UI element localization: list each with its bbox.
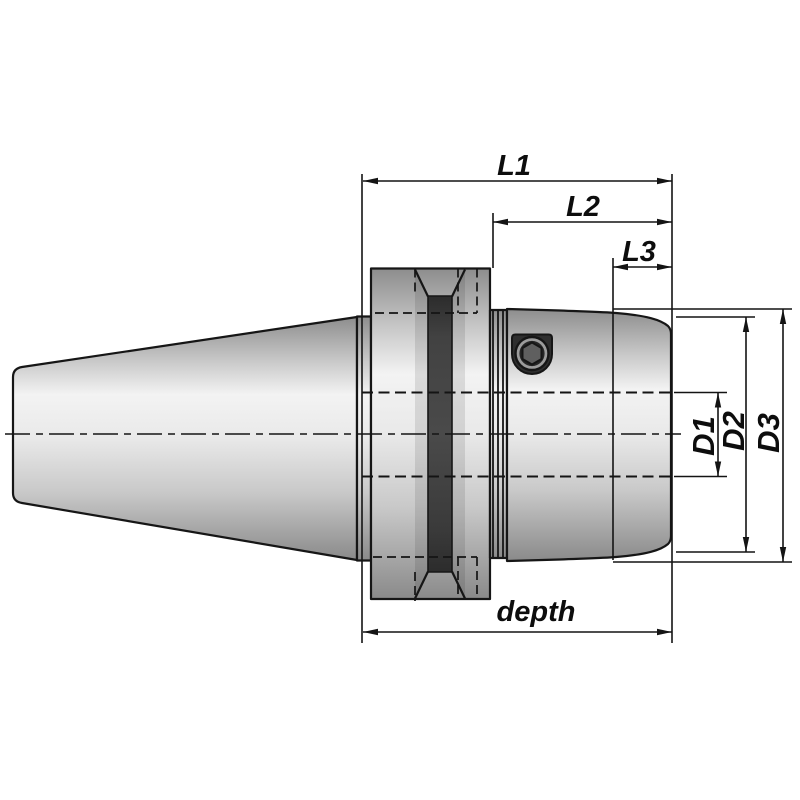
dim-label-d3: D3: [751, 413, 786, 453]
dimension-arrowheads: [363, 177, 787, 636]
extension-lines-d2: [676, 316, 755, 553]
drive-slot-hidden-lines-top: [375, 268, 478, 314]
arrow-d1-up: [714, 392, 722, 408]
shank-land: [355, 315, 373, 562]
arrow-l3-right: [657, 263, 672, 271]
arrow-d3-up: [779, 309, 787, 324]
extension-lines-d3: [613, 308, 792, 563]
holder-body: [505, 307, 673, 563]
construction-lines: [5, 268, 681, 601]
taper-shank: [11, 315, 359, 562]
dim-label-l2: L2: [566, 191, 600, 223]
dimension-lines: [361, 174, 792, 643]
hex-socket-icon: [521, 341, 543, 366]
arrow-l2-left: [493, 218, 508, 226]
arrow-l1-right: [657, 177, 672, 185]
dim-label-d1: D1: [686, 416, 721, 456]
dim-label-l3: L3: [622, 236, 656, 268]
dimension-labels: L1 L2 L3 depth D1 D2 D3: [497, 150, 786, 628]
arrow-l3-left: [613, 263, 628, 271]
dim-label-d2: D2: [716, 411, 751, 451]
arrow-l1-left: [363, 177, 378, 185]
arrow-d1-down: [714, 461, 722, 477]
arrow-d2-down: [742, 537, 750, 552]
arrow-l2-right: [657, 218, 672, 226]
arrow-depth-left: [363, 628, 378, 636]
set-screw: [511, 333, 553, 375]
dim-label-l1: L1: [497, 150, 531, 182]
arrow-d3-down: [779, 547, 787, 562]
arrow-depth-right: [657, 628, 672, 636]
arrow-d2-up: [742, 317, 750, 332]
drive-slot-hidden-lines-bottom: [373, 556, 478, 601]
groove-edge-bottom-left: [414, 571, 429, 599]
dim-label-depth: depth: [497, 596, 576, 628]
groove-edge-top-left: [414, 269, 429, 297]
